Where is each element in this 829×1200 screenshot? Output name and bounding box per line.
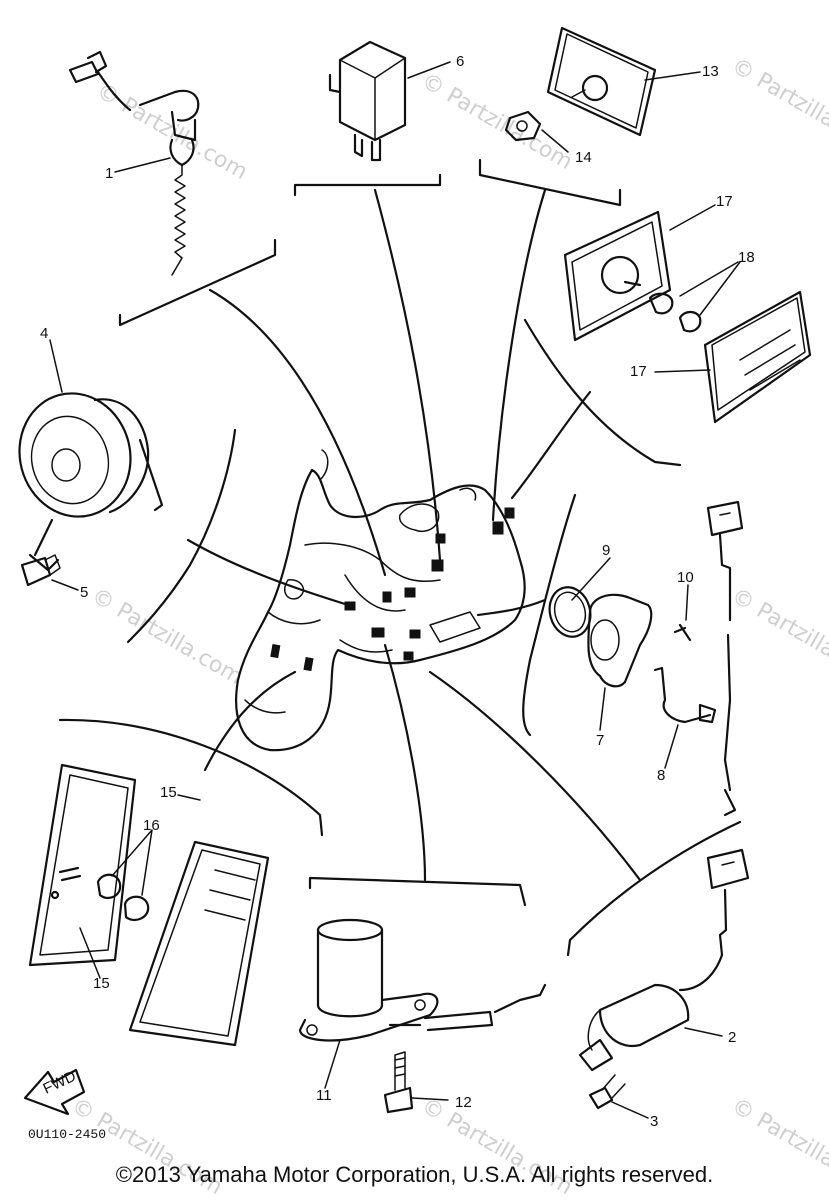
- part-2-switch: [578, 848, 750, 1110]
- part-number-17-bottom: 17: [630, 363, 647, 380]
- part-number-9: 9: [602, 542, 610, 559]
- part-number-15-bottom: 15: [93, 975, 110, 992]
- bracket-part11: [308, 876, 527, 907]
- part-7-sensor: [548, 586, 692, 688]
- part-6-relay: [328, 40, 407, 162]
- part-number-3: 3: [650, 1113, 658, 1130]
- part-number-12: 12: [455, 1094, 472, 1111]
- leader-17: [510, 390, 592, 500]
- part-number-16: 16: [143, 817, 160, 834]
- watermark-5: © Partzilla.com: [727, 584, 829, 691]
- part-8-harness: [653, 500, 744, 817]
- leader-lines: [186, 188, 642, 882]
- leader-11: [383, 643, 427, 882]
- part-number-14: 14: [575, 149, 592, 166]
- part-number-15-top: 15: [160, 784, 177, 801]
- part-number-10: 10: [677, 569, 694, 586]
- leader-1: [208, 288, 387, 577]
- part-number-7: 7: [596, 732, 604, 749]
- leader-7: [476, 598, 547, 617]
- part-number-8: 8: [657, 767, 665, 784]
- group-brackets: [58, 158, 742, 957]
- part-number-17-top: 17: [716, 193, 733, 210]
- bracket-part7: [522, 493, 577, 737]
- bracket-part6: [293, 173, 442, 197]
- watermark-2: © Partzilla.com: [417, 69, 577, 176]
- front-arrow-label: FWD: [41, 1068, 79, 1098]
- part-number-6: 6: [456, 53, 464, 70]
- leader-15: [203, 670, 297, 772]
- watermark-3: © Partzilla.com: [727, 54, 829, 161]
- leader-6: [373, 188, 442, 562]
- bracket-part1: [118, 238, 277, 327]
- part-number-4: 4: [40, 325, 48, 342]
- bracket-part17: [523, 318, 682, 467]
- part-1-switch: [68, 50, 200, 276]
- part-13-reflector: [504, 26, 657, 142]
- part-5-bolt: [20, 554, 61, 587]
- bracket-part2: [566, 820, 742, 957]
- motorcycle-frame: [235, 449, 526, 752]
- leader-13: [491, 188, 547, 522]
- part-number-11: 11: [316, 1087, 332, 1104]
- part-number-labels: 1 2 3 4 5 6 7 8 9 10 11 12 13 14 15 15 1…: [40, 53, 755, 1130]
- leader-2: [428, 670, 642, 882]
- part-4-horn: [18, 392, 164, 572]
- part-number-1: 1: [105, 165, 113, 182]
- part-number-2: 2: [728, 1029, 736, 1046]
- part-number-5: 5: [80, 584, 88, 601]
- callout-leaders: [49, 61, 741, 1119]
- part-11-sender: [298, 918, 547, 1114]
- part-17-reflector-assembly: [563, 210, 812, 424]
- bracket-part4: [126, 428, 237, 644]
- copyright-notice: ©2013 Yamaha Motor Corporation, U.S.A. A…: [115, 1162, 714, 1187]
- part-number-13: 13: [702, 63, 719, 80]
- bracket-part13: [478, 158, 622, 207]
- part-15-reflectors: [28, 763, 270, 1047]
- bracket-part15: [58, 718, 324, 837]
- leader-4: [186, 538, 347, 606]
- part-number-18: 18: [738, 249, 755, 266]
- diagram-code: 0U110-2450: [28, 1127, 106, 1142]
